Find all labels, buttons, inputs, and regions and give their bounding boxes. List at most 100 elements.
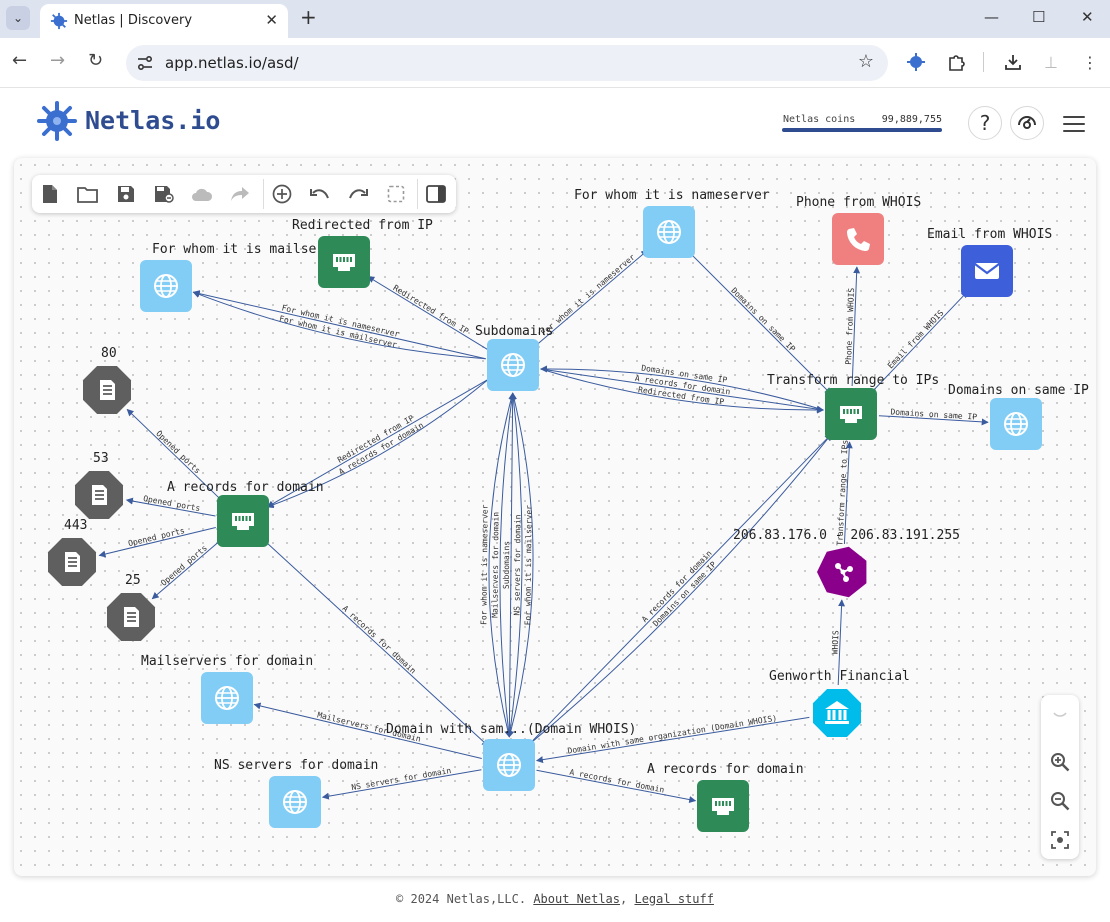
graph-edge[interactable] <box>540 368 824 414</box>
cloud-upload-icon[interactable] <box>190 182 214 206</box>
graph-node-domain[interactable]: Subdomains <box>475 324 553 391</box>
graph-node-range[interactable]: 206.83.176.0 - 206.83.191.255 <box>733 528 960 598</box>
zoom-in-icon[interactable] <box>1048 750 1072 774</box>
graph-edge[interactable] <box>266 378 490 509</box>
graph-edge[interactable] <box>321 769 482 800</box>
graph-edge[interactable] <box>367 276 490 351</box>
extensions-puzzle-icon[interactable] <box>945 51 967 73</box>
about-link[interactable]: About Netlas <box>533 892 621 906</box>
graph-node-ip[interactable]: Redirected from IP <box>292 218 433 288</box>
graph-edge[interactable] <box>540 368 824 413</box>
graph-edge[interactable] <box>507 392 534 738</box>
graph-node-domain[interactable]: For whom it is nameserver <box>574 188 770 258</box>
reading-mode-icon[interactable]: ⊥ <box>1044 52 1058 72</box>
maximize-icon[interactable]: ☐ <box>1032 8 1046 26</box>
legal-link[interactable]: Legal stuff <box>634 892 714 906</box>
reload-icon[interactable]: ↻ <box>88 50 104 71</box>
graph-edge[interactable] <box>508 392 517 738</box>
tab-search-button[interactable]: ⌄ <box>6 6 30 30</box>
graph-edge[interactable] <box>536 769 697 803</box>
graph-edge[interactable] <box>499 392 516 738</box>
graph-edge[interactable] <box>253 702 482 760</box>
graph-edge[interactable] <box>535 716 810 764</box>
graph-edge[interactable] <box>192 291 486 360</box>
graph-edge[interactable] <box>688 251 832 395</box>
main-menu-button[interactable] <box>1063 116 1085 132</box>
graph-edge[interactable] <box>843 441 853 545</box>
new-file-icon[interactable] <box>38 182 62 206</box>
graph-edge[interactable] <box>151 538 223 600</box>
range-icon <box>835 563 853 582</box>
graph-node-domain[interactable]: Mailservers for domain <box>141 654 313 724</box>
graph-node-ip[interactable]: A records for domain <box>167 480 324 547</box>
phone-icon <box>846 228 870 252</box>
profile-button[interactable] <box>1010 106 1044 140</box>
graph-edge[interactable] <box>533 249 649 348</box>
minimize-icon[interactable]: — <box>984 8 999 26</box>
graph-edge[interactable] <box>851 266 861 387</box>
netlas-extension-icon[interactable] <box>905 51 927 73</box>
graph-node-domain[interactable]: Domains on same IP <box>948 383 1089 450</box>
graph-edge[interactable] <box>98 527 216 558</box>
download-icon[interactable] <box>1002 51 1024 73</box>
redo-icon[interactable] <box>346 182 370 206</box>
graph-edge[interactable] <box>192 290 486 360</box>
graph-node-ip[interactable]: A records for domain <box>647 762 804 832</box>
graph-edge[interactable] <box>508 392 523 738</box>
node-shape[interactable] <box>832 213 884 265</box>
save-icon[interactable] <box>114 182 138 206</box>
bookmark-star-icon[interactable]: ☆ <box>857 51 874 72</box>
browser-tab[interactable]: Netlas | Discovery ✕ <box>40 4 288 38</box>
zoom-out-icon[interactable] <box>1048 789 1072 813</box>
graph-edge[interactable] <box>488 392 514 738</box>
graph-node-port[interactable]: 53 <box>75 451 123 519</box>
site-settings-icon[interactable] <box>136 54 154 72</box>
undo-icon[interactable] <box>308 182 332 206</box>
help-button[interactable]: ? <box>968 106 1002 140</box>
new-tab-icon[interactable]: + <box>300 5 317 29</box>
graph-edge[interactable] <box>540 365 824 411</box>
toggle-panel-icon[interactable] <box>424 182 448 206</box>
back-icon[interactable]: ← <box>12 50 28 71</box>
graph-edge[interactable] <box>263 539 489 747</box>
edge-label: For whom it is nameserver <box>539 252 637 337</box>
browser-menu-icon[interactable]: ⋮ <box>1082 52 1098 72</box>
graph-node-port[interactable]: 443 <box>48 518 96 586</box>
graph-node-ip[interactable]: Transform range to IPs <box>767 373 939 440</box>
node-shape[interactable] <box>813 689 861 737</box>
graph-edge[interactable] <box>878 415 989 426</box>
graph-edge[interactable] <box>126 408 224 502</box>
graph-edge[interactable] <box>528 433 832 746</box>
graph-node-organization[interactable]: Genworth Financial <box>769 669 910 737</box>
brand-name[interactable]: Netlas.io <box>85 106 221 135</box>
graph-node-email[interactable]: Email from WHOIS <box>927 227 1052 297</box>
graph-node-phone[interactable]: Phone from WHOIS <box>796 195 921 265</box>
graph-edge[interactable] <box>266 378 490 508</box>
graph-edge[interactable] <box>869 290 969 395</box>
graph-node-domain[interactable]: Domain with sam...(Domain WHOIS) <box>386 722 636 791</box>
select-area-icon[interactable] <box>384 182 408 206</box>
graph-node-port[interactable]: 80 <box>83 346 131 414</box>
domain-icon <box>501 353 525 377</box>
graph-node-domain[interactable]: For whom it is mailserver <box>140 242 348 312</box>
add-node-icon[interactable] <box>270 182 294 206</box>
save-as-icon[interactable] <box>152 182 176 206</box>
forward-icon[interactable]: → <box>50 50 66 71</box>
graph-edge[interactable] <box>837 599 846 686</box>
graph-node-port[interactable]: 25 <box>107 573 155 641</box>
domain-icon <box>1004 412 1028 436</box>
graph-node-domain[interactable]: NS servers for domain <box>214 758 378 828</box>
graph-toolbar <box>32 175 456 213</box>
address-bar[interactable]: app.netlas.io/asd/ ☆ <box>126 45 888 81</box>
share-icon[interactable] <box>228 182 252 206</box>
edge-label: Email from WHOIS <box>886 308 946 370</box>
open-folder-icon[interactable] <box>76 182 100 206</box>
graph-edge[interactable] <box>125 497 216 517</box>
graph-edge[interactable] <box>528 433 832 746</box>
fit-view-icon[interactable] <box>1048 828 1072 852</box>
tab-close-icon[interactable]: ✕ <box>265 11 278 29</box>
close-window-icon[interactable]: ✕ <box>1081 8 1094 26</box>
zoom-level-indicator[interactable] <box>1048 703 1072 727</box>
